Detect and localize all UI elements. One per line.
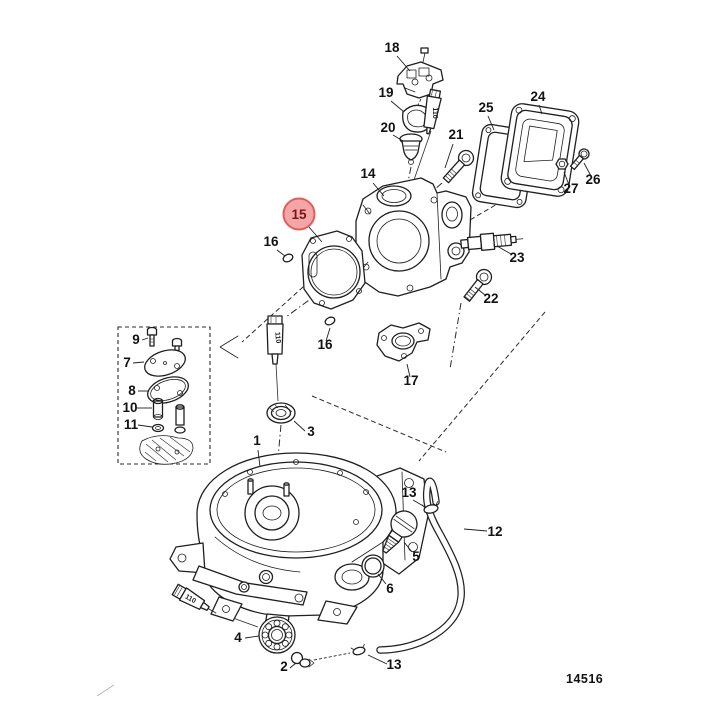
- part-6-oring: [361, 554, 385, 578]
- callout-6[interactable]: 6: [386, 581, 394, 596]
- part-13-clamp-a: [421, 501, 439, 514]
- callout-2[interactable]: 2: [280, 659, 288, 674]
- callout-21[interactable]: 21: [448, 127, 464, 142]
- part-7-cover-plate: [144, 349, 186, 377]
- part-8-gasket: [147, 376, 189, 404]
- part-11-washer: [151, 423, 165, 433]
- part-24-cover: [500, 103, 580, 197]
- sealant-tube-top: 110: [423, 88, 442, 135]
- highlight-callout-15[interactable]: 15: [282, 197, 316, 231]
- callout-1[interactable]: 1: [253, 433, 261, 448]
- part-12-hose: [376, 477, 465, 654]
- part-22-bolt: [463, 268, 493, 302]
- callout-13-lower[interactable]: 13: [386, 657, 402, 672]
- callout-14[interactable]: 14: [360, 166, 376, 181]
- part-2-fitting: [290, 651, 315, 668]
- callout-10[interactable]: 10: [122, 400, 137, 415]
- callout-4[interactable]: 4: [234, 630, 242, 645]
- callout-23[interactable]: 23: [509, 250, 525, 265]
- sealant-tube-mid: 110: [266, 315, 284, 365]
- part-4-bearing: [258, 616, 296, 654]
- part-26-bolt: [569, 148, 590, 171]
- part-3-seal: [266, 402, 296, 424]
- sealant-label-top: 110: [431, 107, 438, 118]
- part-17-exhaust-plate: [376, 322, 431, 362]
- callout-9[interactable]: 9: [132, 332, 140, 347]
- callout-20[interactable]: 20: [380, 120, 395, 135]
- callout-26[interactable]: 26: [585, 172, 601, 187]
- callout-17[interactable]: 17: [403, 373, 418, 388]
- callout-24[interactable]: 24: [530, 89, 546, 104]
- highlight-circle[interactable]: [282, 197, 316, 231]
- callout-25[interactable]: 25: [478, 100, 494, 115]
- part-15-head-gasket: [301, 230, 366, 310]
- sealant-label-bottom: 110: [184, 594, 197, 606]
- part-16-dowel-b: [324, 316, 336, 326]
- part-5-oil-plug: [382, 510, 418, 554]
- callout-19[interactable]: 19: [378, 85, 393, 100]
- callout-18[interactable]: 18: [384, 40, 400, 55]
- inset-parts-box: [117, 326, 211, 465]
- callout-11[interactable]: 11: [124, 417, 139, 432]
- callout-5[interactable]: 5: [412, 549, 420, 564]
- callout-3[interactable]: 3: [307, 424, 315, 439]
- part-16-dowel-a: [282, 253, 294, 263]
- part-27-nut: [555, 158, 569, 170]
- part-13-clamp-b: [350, 643, 366, 656]
- callout-8[interactable]: 8: [128, 383, 136, 398]
- callout-12[interactable]: 12: [487, 524, 502, 539]
- callout-13-upper[interactable]: 13: [401, 485, 417, 500]
- callout-7[interactable]: 7: [123, 355, 131, 370]
- assembly-lines: [96, 98, 546, 697]
- callout-16-upper[interactable]: 16: [263, 234, 279, 249]
- hatched-block-section: [139, 435, 194, 465]
- drawing-number: 14516: [566, 672, 603, 686]
- leader-lines: [132, 55, 592, 669]
- callout-16-lower[interactable]: 16: [317, 337, 333, 352]
- callout-22[interactable]: 22: [483, 291, 498, 306]
- part-14-cylinder-head: [355, 177, 472, 297]
- callout-27[interactable]: 27: [563, 181, 578, 196]
- sealant-label-mid: 110: [273, 332, 281, 344]
- part-10-pin: [152, 397, 164, 420]
- part-21-bolt: [442, 149, 475, 184]
- sealant-tube-bottom: 110: [171, 583, 217, 614]
- part-23-spark-plug: [460, 232, 524, 252]
- part-20-thermostat: [399, 133, 423, 165]
- pin-with-washer: [174, 404, 186, 434]
- callout-15[interactable]: 15: [291, 207, 307, 222]
- part-9-screw: [146, 326, 158, 347]
